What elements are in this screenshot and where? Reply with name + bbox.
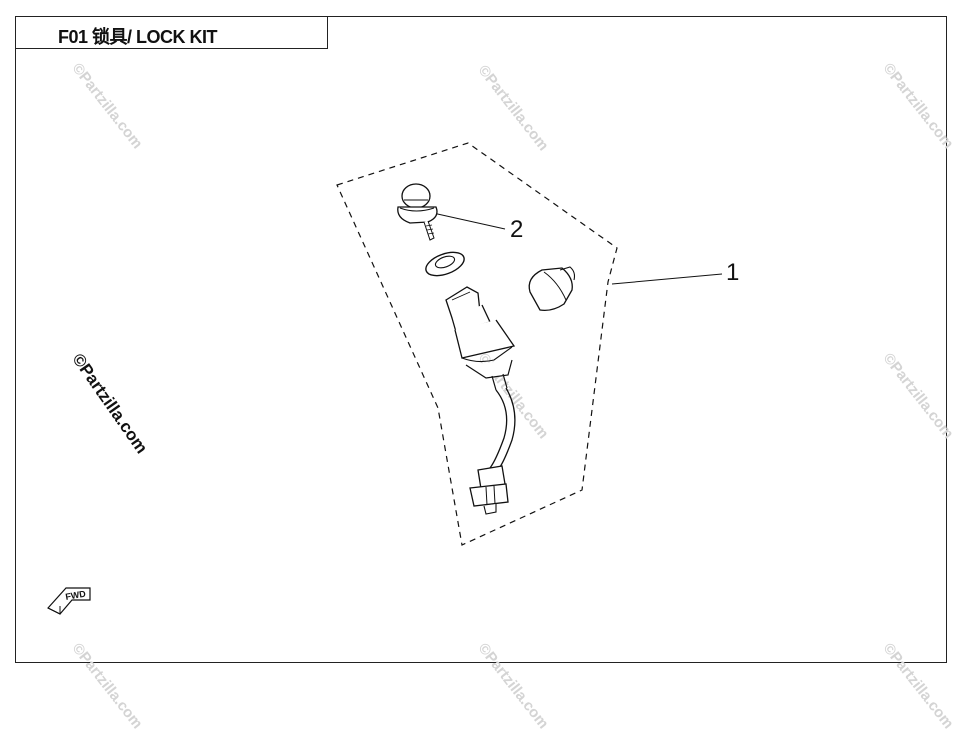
parts-diagram: 1 2 xyxy=(47,142,739,615)
forward-arrow-icon: FWD xyxy=(47,587,91,615)
title-box: F01 锁具/ LOCK KIT xyxy=(15,16,328,49)
callout-leader-2 xyxy=(432,212,506,230)
callout-label-1: 1 xyxy=(726,259,739,286)
page-title: F01 锁具/ LOCK KIT xyxy=(58,27,218,47)
connector-part xyxy=(469,465,509,515)
key-part xyxy=(397,183,438,241)
drawing-frame xyxy=(15,16,947,663)
callout-leader-1 xyxy=(611,273,723,285)
washer-part xyxy=(425,251,465,277)
lock-cylinder-part xyxy=(445,286,516,391)
kit-boundary-outline xyxy=(336,142,618,546)
forward-arrow-label: FWD xyxy=(65,588,87,601)
cap-part xyxy=(528,266,576,312)
callout-label-2: 2 xyxy=(510,216,523,243)
wire-harness-part xyxy=(489,387,516,471)
